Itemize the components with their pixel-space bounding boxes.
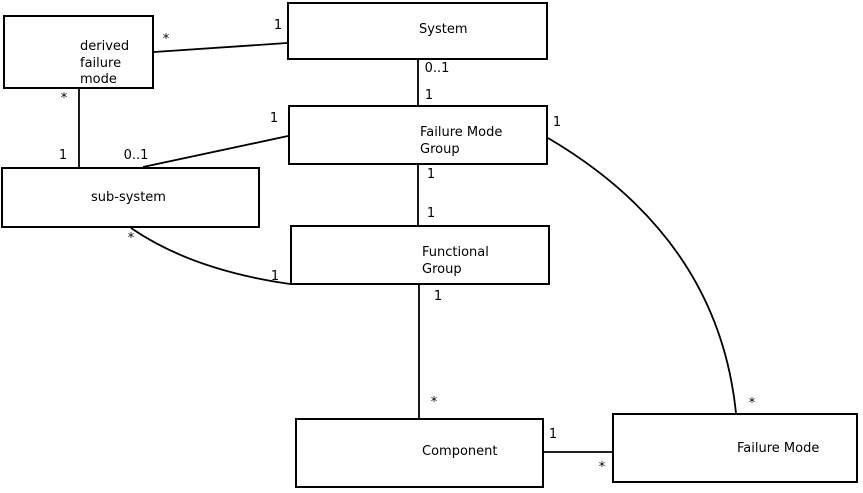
mult-subsystem-fg-one: 1 [270,269,280,284]
mult-fmg-failuremode-star: * [748,396,756,411]
mult-dfm-subsystem-star: * [60,91,68,106]
node-sub-system: sub-system [1,167,260,228]
node-label-derived-failure-mode: derived failure mode [80,39,130,87]
mult-fmg-fg-one-bottom: 1 [426,206,436,221]
mult-subsystem-fmg-one: 1 [269,111,279,126]
mult-dfm-system-star: * [162,32,170,47]
mult-dfm-system-one: 1 [273,18,283,33]
node-label-component: Component [422,444,498,459]
node-component: Component [295,418,544,488]
mult-dfm-subsystem-one: 1 [58,148,68,163]
node-label-system: System [419,22,468,37]
mult-system-fmg-zeroone: 0..1 [424,61,450,76]
node-label-failure-mode-group: Failure Mode Group [420,125,503,157]
mult-fg-component-star: * [430,395,438,410]
node-functional-group: Functional Group [290,225,550,285]
edge-derived-failure-mode-system [153,42,288,53]
mult-component-failuremode-star: * [598,460,606,475]
node-label-functional-group: Functional Group [422,245,489,277]
node-label-failure-mode: Failure Mode [737,441,820,456]
node-system: System [287,2,548,60]
mult-fmg-failuremode-one: 1 [552,115,562,130]
mult-component-failuremode-one: 1 [548,427,558,442]
mult-subsystem-fg-star: * [127,231,135,246]
mult-system-fmg-one: 1 [424,88,434,103]
node-failure-mode: Failure Mode [612,413,858,483]
edge-failure-mode-group-failure-mode [547,137,737,414]
edge-sub-system-functional-group [130,227,291,285]
node-label-sub-system: sub-system [91,190,166,205]
node-failure-mode-group: Failure Mode Group [288,105,548,165]
node-derived-failure-mode: derived failure mode [3,15,154,89]
edge-sub-system-failure-mode-group [142,135,289,168]
mult-fmg-fg-one-top: 1 [426,167,436,182]
mult-fg-component-one: 1 [433,289,443,304]
mult-subsystem-fmg-zeroone: 0..1 [123,148,149,163]
